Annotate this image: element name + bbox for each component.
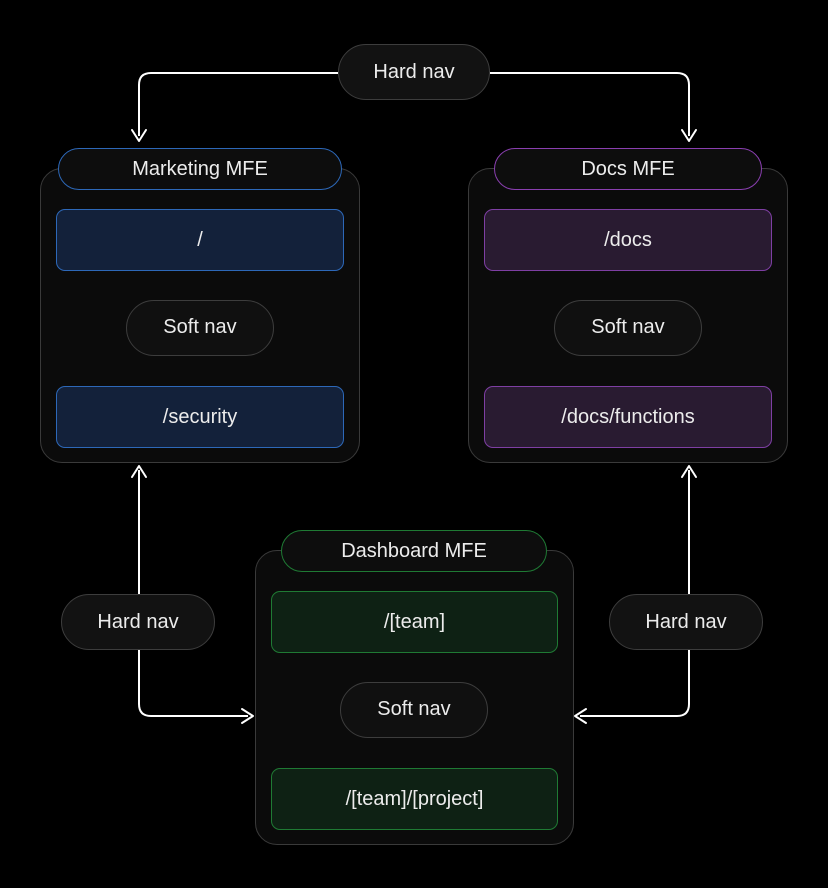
mfe-title-docs: Docs MFE	[494, 148, 762, 190]
edge-hardnav-to-docs	[490, 72, 697, 142]
route-panel-dashboard-team[interactable]: /[team]	[271, 591, 558, 653]
hard-nav-pill-right: Hard nav	[609, 594, 763, 650]
route-panel-dashboard-project[interactable]: /[team]/[project]	[271, 768, 558, 830]
route-panel-docs-index[interactable]: /docs	[484, 209, 772, 271]
route-panel-marketing-root[interactable]: /	[56, 209, 344, 271]
route-panel-marketing-security[interactable]: /security	[56, 386, 344, 448]
hard-nav-pill-left: Hard nav	[61, 594, 215, 650]
soft-nav-pill-docs: Soft nav	[554, 300, 702, 356]
edge-hardnav-to-marketing	[131, 72, 338, 142]
hard-nav-pill-top: Hard nav	[338, 44, 490, 100]
soft-nav-pill-marketing: Soft nav	[126, 300, 274, 356]
mfe-title-marketing: Marketing MFE	[58, 148, 342, 190]
soft-nav-pill-dashboard: Soft nav	[340, 682, 488, 738]
mfe-title-dashboard: Dashboard MFE	[281, 530, 547, 572]
route-panel-docs-functions[interactable]: /docs/functions	[484, 386, 772, 448]
